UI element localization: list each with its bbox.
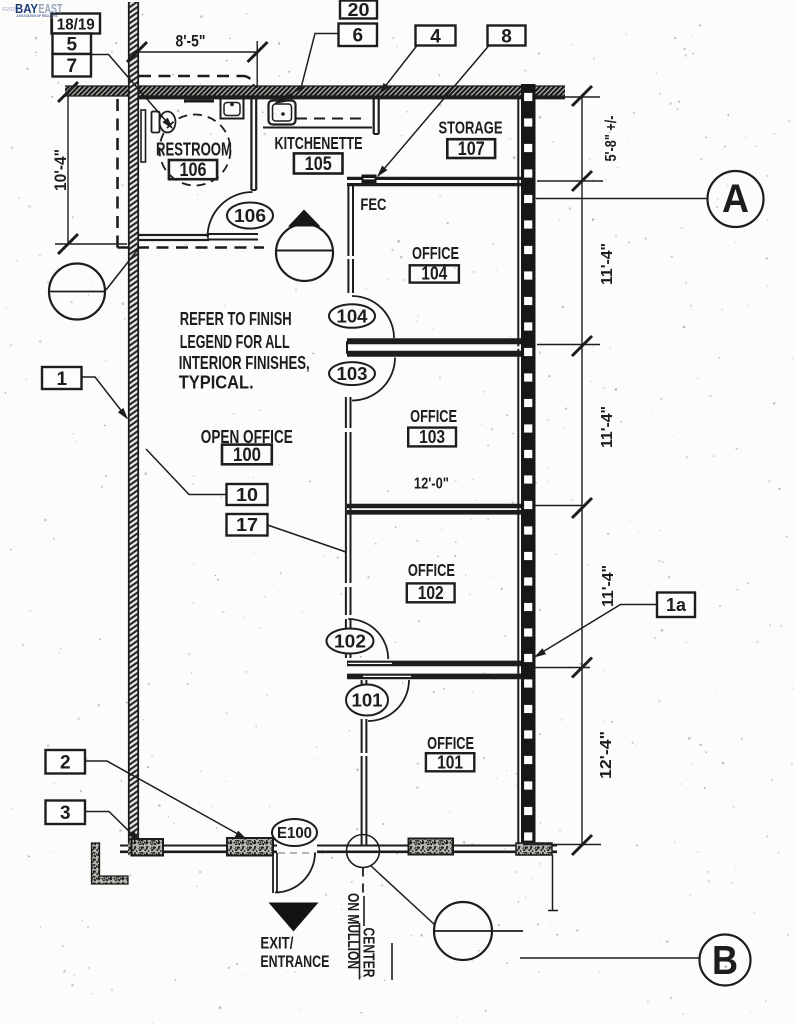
svg-text:103: 103: [337, 364, 368, 384]
svg-text:OFFICE: OFFICE: [412, 243, 459, 263]
svg-text:8'-5": 8'-5": [176, 33, 206, 51]
svg-text:3: 3: [60, 803, 71, 824]
svg-text:10'-4": 10'-4": [52, 149, 70, 191]
svg-text:2: 2: [60, 753, 71, 774]
svg-text:OFFICE: OFFICE: [410, 406, 457, 426]
svg-text:REFER TO FINISH: REFER TO FINISH: [180, 308, 292, 329]
svg-text:104: 104: [421, 264, 447, 284]
svg-text:106: 106: [234, 206, 266, 226]
svg-text:8: 8: [501, 26, 512, 47]
svg-text:INTERIOR FINISHES,: INTERIOR FINISHES,: [179, 352, 310, 373]
svg-text:100: 100: [233, 445, 261, 466]
svg-text:18/19: 18/19: [57, 16, 95, 33]
svg-text:BAY: BAY: [15, 2, 39, 16]
svg-text:OFFICE: OFFICE: [408, 560, 455, 580]
svg-text:E100: E100: [277, 825, 312, 842]
svg-text:ON MULLION: ON MULLION: [344, 893, 361, 969]
svg-text:EAST: EAST: [39, 2, 63, 16]
svg-text:11'-4": 11'-4": [600, 565, 617, 607]
svg-text:6: 6: [352, 26, 363, 47]
svg-text:17: 17: [236, 515, 258, 535]
svg-text:101: 101: [352, 690, 383, 710]
svg-text:20: 20: [348, 0, 370, 20]
svg-text:102: 102: [418, 583, 444, 603]
svg-text:A: A: [722, 177, 749, 221]
svg-text:STORAGE: STORAGE: [439, 117, 503, 137]
svg-text:12'-0": 12'-0": [414, 476, 449, 493]
svg-text:©2024: ©2024: [2, 6, 18, 13]
svg-text:106: 106: [180, 160, 207, 181]
svg-text:105: 105: [305, 154, 332, 175]
svg-text:103: 103: [419, 427, 445, 447]
svg-text:11'-4": 11'-4": [599, 406, 616, 448]
svg-text:10: 10: [236, 485, 258, 505]
svg-text:TYPICAL.: TYPICAL.: [179, 372, 254, 393]
svg-text:CENTER: CENTER: [360, 928, 377, 978]
svg-text:ENTRANCE: ENTRANCE: [260, 953, 329, 971]
svg-text:4: 4: [430, 26, 441, 47]
svg-text:OFFICE: OFFICE: [427, 733, 474, 753]
svg-text:101: 101: [437, 753, 463, 773]
svg-text:1: 1: [56, 369, 67, 390]
svg-text:EXIT/: EXIT/: [260, 935, 293, 953]
svg-text:104: 104: [337, 306, 368, 326]
svg-text:12'-4": 12'-4": [598, 731, 615, 779]
svg-text:1a: 1a: [666, 595, 687, 615]
svg-text:102: 102: [334, 631, 366, 651]
svg-text:FEC: FEC: [360, 195, 386, 214]
svg-text:RESTROOM: RESTROOM: [156, 140, 232, 160]
svg-text:5: 5: [66, 35, 77, 56]
svg-text:5'-8" +/-: 5'-8" +/-: [603, 116, 620, 162]
svg-text:7: 7: [66, 56, 77, 77]
svg-text:107: 107: [458, 139, 485, 160]
svg-text:B: B: [712, 937, 738, 983]
svg-text:OPEN OFFICE: OPEN OFFICE: [201, 427, 293, 447]
svg-text:11'-4": 11'-4": [599, 243, 616, 285]
svg-text:ASSOCIATION OF REALTORS: ASSOCIATION OF REALTORS: [17, 14, 58, 18]
svg-text:LEGEND FOR ALL: LEGEND FOR ALL: [180, 331, 290, 352]
svg-text:KITCHENETTE: KITCHENETTE: [275, 133, 363, 153]
